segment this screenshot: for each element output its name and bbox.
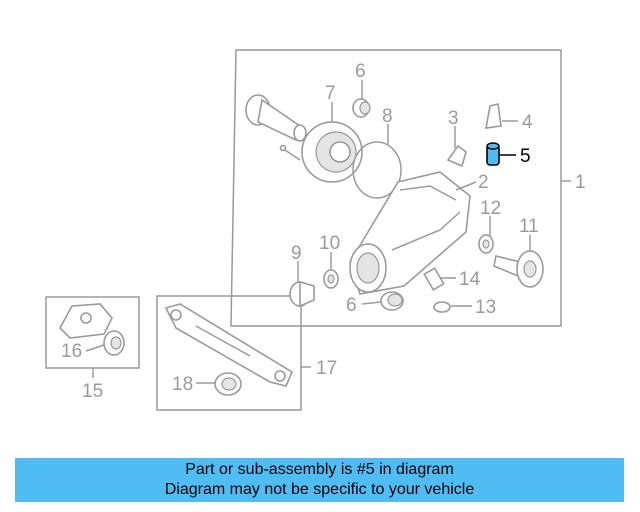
output-flange-part xyxy=(493,250,544,288)
callout-17: 17 xyxy=(316,358,337,379)
bracket-part xyxy=(446,144,467,168)
differential-cover-part xyxy=(301,121,363,183)
seal-part-10 xyxy=(323,269,339,289)
assembly-frame-1 xyxy=(230,49,562,327)
callout-6-bottom: 6 xyxy=(346,295,357,316)
banner-line-2: Diagram may not be specific to your vehi… xyxy=(164,481,475,498)
leader-16 xyxy=(85,344,105,352)
pinion-flange-part xyxy=(289,280,315,308)
callout-12: 12 xyxy=(480,198,501,219)
bushing-part xyxy=(103,330,125,356)
callout-3: 3 xyxy=(448,108,459,129)
callout-13: 13 xyxy=(475,297,496,318)
crossmember-part xyxy=(164,303,294,387)
sleeve-part xyxy=(423,267,445,291)
callout-14: 14 xyxy=(459,269,481,290)
washer-part xyxy=(433,301,451,313)
info-banner: Part or sub-assembly is #5 in diagram Di… xyxy=(15,458,624,502)
seal-part-12 xyxy=(478,234,494,254)
mount-bracket-part xyxy=(59,303,113,339)
callout-7: 7 xyxy=(325,83,336,104)
rubber-mount-part xyxy=(214,372,242,396)
bearing-part-top xyxy=(352,98,371,118)
callout-6-top: 6 xyxy=(355,61,366,82)
callout-9: 9 xyxy=(291,243,302,264)
callout-11: 11 xyxy=(519,216,539,237)
differential-housing-part xyxy=(349,171,471,295)
callout-4: 4 xyxy=(522,112,533,133)
callout-5: 5 xyxy=(520,146,531,167)
leader-2 xyxy=(455,181,477,191)
o-ring-part xyxy=(352,141,402,199)
leader-6-bottom xyxy=(361,301,382,305)
cap-part xyxy=(485,103,502,129)
assembly-frame-17 xyxy=(156,295,302,411)
parts-diagram: 1 2 3 4 5 6 7 8 9 10 11 12 13 14 6 15 16… xyxy=(45,49,586,411)
drive-flange-part xyxy=(245,94,307,161)
callout-18: 18 xyxy=(172,374,193,395)
breather-part xyxy=(486,142,500,166)
callout-15: 15 xyxy=(82,381,103,402)
bearing-part-bottom xyxy=(380,291,404,311)
callout-10: 10 xyxy=(319,233,340,254)
callout-1: 1 xyxy=(575,172,586,193)
callout-8: 8 xyxy=(382,106,393,127)
banner-line-1: Part or sub-assembly is #5 in diagram xyxy=(185,461,454,478)
callout-2: 2 xyxy=(478,172,489,193)
callout-16: 16 xyxy=(61,341,82,362)
